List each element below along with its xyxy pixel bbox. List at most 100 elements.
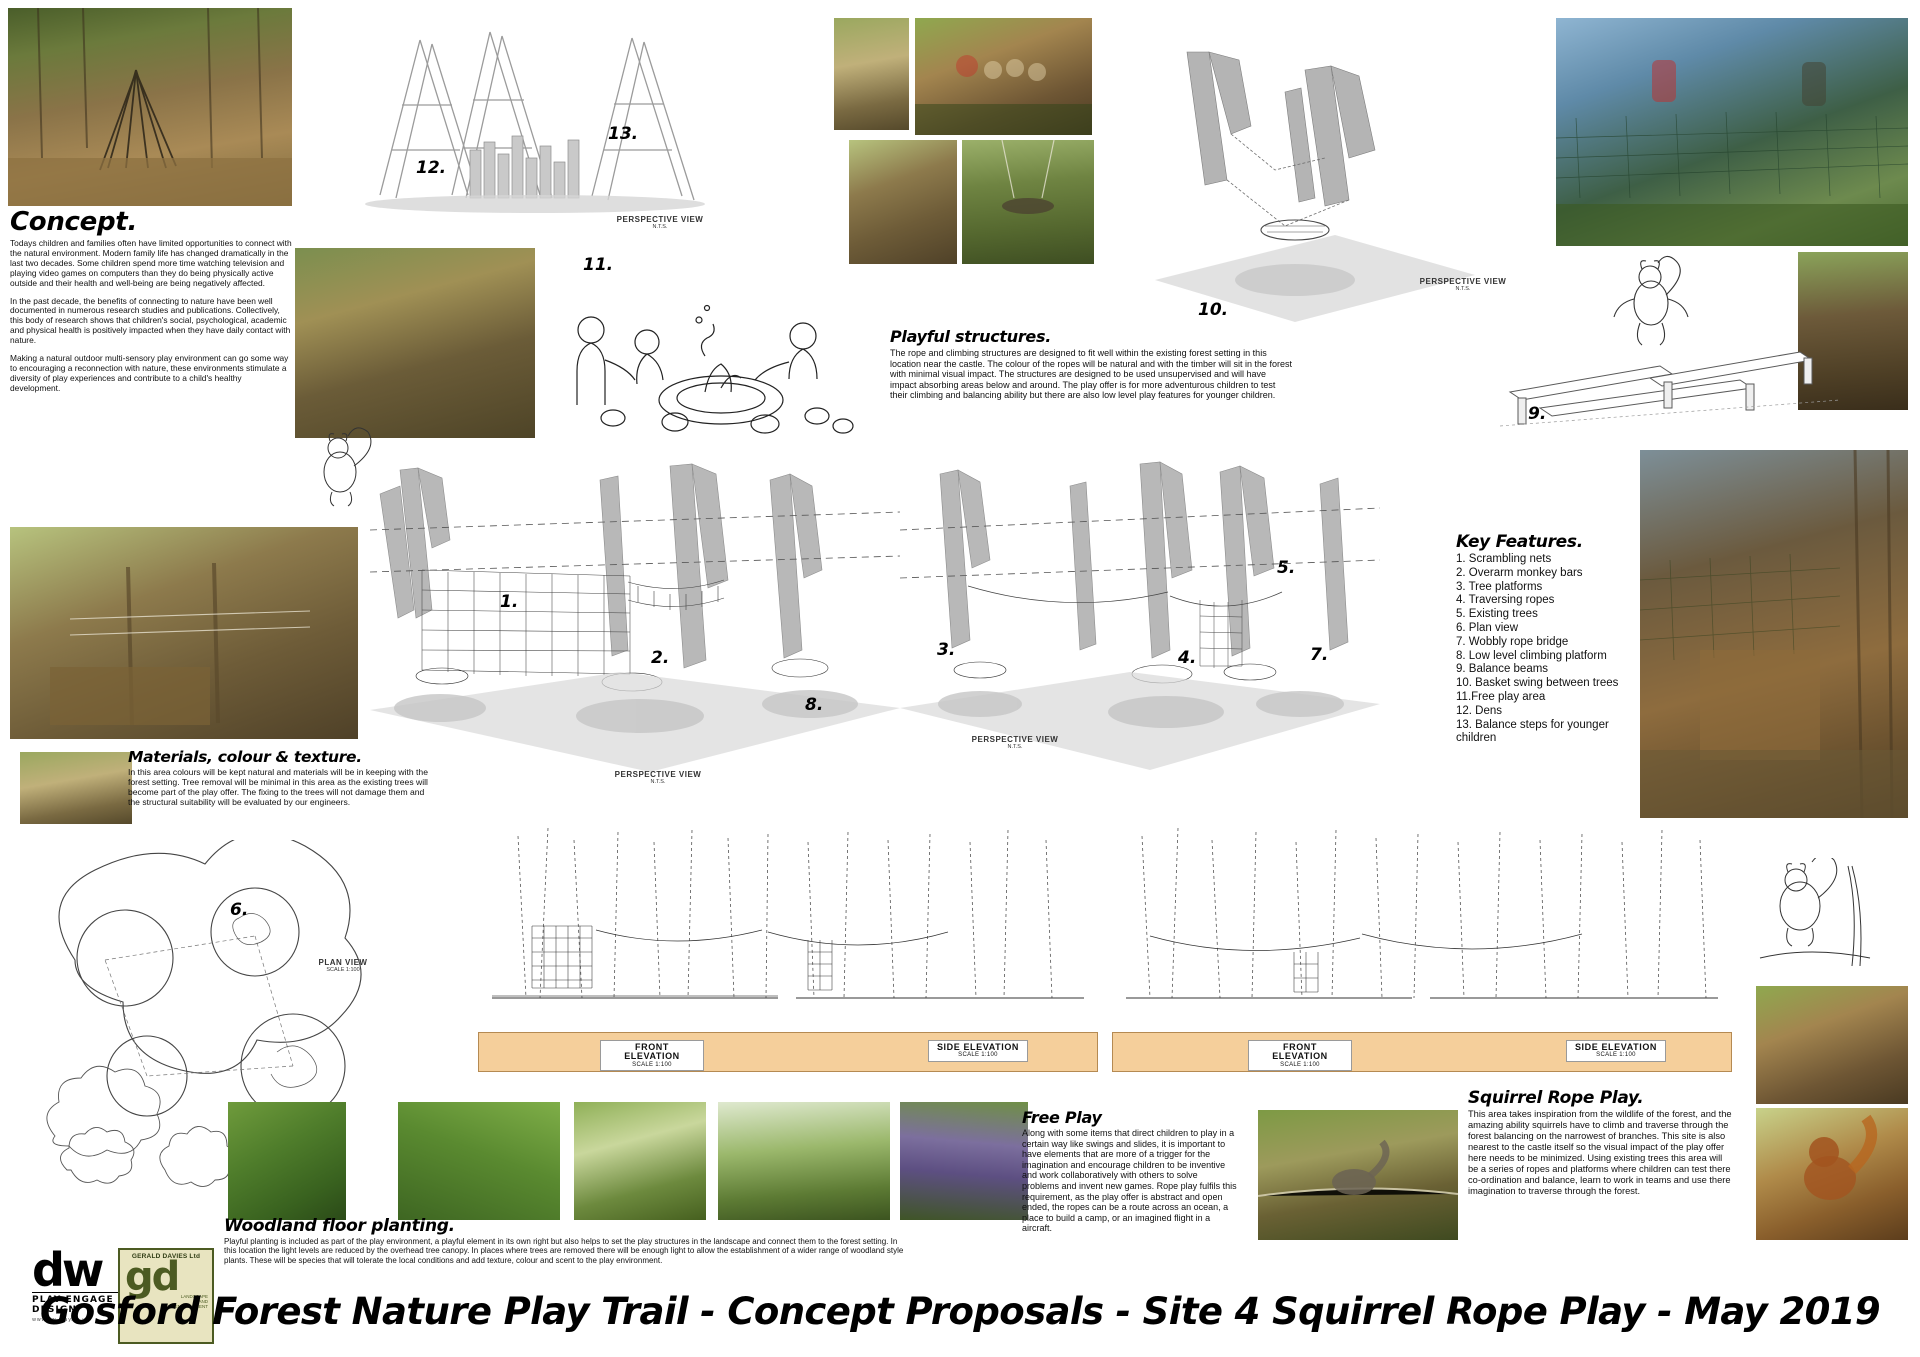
annotation-7: 7. [1310, 645, 1329, 665]
photo-den-shelter [8, 7, 292, 206]
photo-rope-detail [20, 752, 132, 824]
drawing-balance-beams [1500, 330, 1840, 450]
annotation-2: 2. [651, 648, 670, 668]
key-feature-item: 4. Traversing ropes [1456, 594, 1555, 607]
label-perspective-right-scale: N.T.S. [1455, 286, 1471, 292]
photo-plant-ferns [228, 1102, 346, 1220]
logo-gd-mark: gd [125, 1254, 180, 1300]
label-perspective-right: PERSPECTIVE VIEW N.T.S. [1408, 277, 1518, 292]
free-play-heading: Free Play [1022, 1108, 1102, 1127]
annotation-13: 13. [608, 124, 639, 144]
playful-structures-section: Playful structures. The rope and climbin… [890, 327, 1295, 401]
concept-section: Concept. Todays children and families of… [10, 207, 292, 394]
photo-squirrel-on-rope [1257, 1110, 1459, 1240]
key-feature-item: 12. Dens [1456, 704, 1503, 717]
logo-dw-tagline: PLAY ENGAGE DESIGN [32, 1292, 144, 1315]
drawing-perspective-main-left [370, 460, 900, 800]
label-perspective-mid-left: PERSPECTIVE VIEW N.T.S. [598, 770, 718, 785]
label-side-elevation-left-scale: SCALE 1:100 [958, 1052, 998, 1059]
label-side-elevation-left: SIDE ELEVATION SCALE 1:100 [928, 1040, 1028, 1062]
label-plan-view: PLAN VIEW SCALE 1:100 [288, 958, 398, 973]
photo-plant-ferns-2 [398, 1102, 560, 1220]
annotation-4: 4. [1178, 648, 1197, 668]
squirrel-rope-play-paragraph: This area takes inspiration from the wil… [1468, 1109, 1732, 1196]
label-perspective-top-title: PERSPECTIVE VIEW [616, 215, 704, 224]
drawing-perspective-main-right [900, 460, 1380, 790]
photo-children-rope-course [1756, 986, 1908, 1104]
annotation-10: 10. [1198, 300, 1229, 320]
label-perspective-mid-right-scale: N.T.S. [1007, 744, 1023, 750]
annotation-3: 3. [937, 640, 956, 660]
label-perspective-mid-left-title: PERSPECTIVE VIEW [614, 770, 702, 779]
photo-red-squirrel [1756, 1108, 1908, 1240]
logo-gerald-davies: GERALD DAVIES Ltd gd LANDSCAPE AND ENVIR… [118, 1248, 214, 1344]
logo-gd-sub: LANDSCAPE AND ENVIRONMENT [174, 1294, 208, 1310]
sketch-squirrel-jumping [1596, 255, 1716, 355]
concept-paragraph-2: In the past decade, the benefits of conn… [10, 295, 291, 346]
annotation-11: 11. [583, 255, 614, 275]
annotation-1: 1. [500, 592, 519, 612]
key-feature-item: 13. Balance steps for younger children [1456, 718, 1609, 745]
sketch-squirrel-left [296, 420, 396, 510]
label-plan-view-title: PLAN VIEW [318, 958, 368, 967]
concept-heading: Concept. [10, 207, 138, 237]
key-feature-item: 5. Existing trees [1456, 608, 1538, 621]
woodland-planting-paragraph: Playful planting is included as part of … [224, 1237, 904, 1265]
label-front-elevation-right: FRONT ELEVATION SCALE 1:100 [1248, 1040, 1352, 1072]
photo-child-in-tree [295, 248, 535, 438]
key-feature-item: 3. Tree platforms [1456, 580, 1543, 593]
photo-rope-knot [834, 18, 909, 130]
squirrel-rope-play-section: Squirrel Rope Play. This area takes insp… [1468, 1088, 1733, 1197]
label-perspective-right-title: PERSPECTIVE VIEW [1419, 277, 1507, 286]
label-side-elevation-right: SIDE ELEVATION SCALE 1:100 [1566, 1040, 1666, 1062]
concept-paragraph-1: Todays children and families often have … [10, 238, 292, 288]
photo-child-climbing [1798, 252, 1908, 410]
label-perspective-top: PERSPECTIVE VIEW N.T.S. [600, 215, 720, 230]
label-perspective-top-scale: N.T.S. [652, 224, 668, 230]
concept-paragraph-3: Making a natural outdoor multi-sensory p… [10, 353, 289, 393]
photo-family-group [915, 18, 1092, 135]
drawing-balance-steps [360, 10, 750, 240]
label-front-elevation-left: FRONT ELEVATION SCALE 1:100 [600, 1040, 704, 1072]
photo-timber-frame [849, 140, 957, 264]
key-feature-item: 1. Scrambling nets [1456, 553, 1552, 565]
logo-dw-mark: dw [32, 1243, 104, 1297]
woodland-planting-heading: Woodland floor planting. [224, 1216, 455, 1236]
annotation-5: 5. [1277, 558, 1296, 578]
key-feature-item: 6. Plan view [1456, 621, 1519, 634]
photo-timber-walkway [10, 527, 358, 739]
label-front-elevation-left-scale: SCALE 1:100 [632, 1061, 672, 1068]
label-perspective-mid-left-scale: N.T.S. [650, 779, 666, 785]
drawing-elevations-left [478, 828, 1098, 1043]
label-side-elevation-right-scale: SCALE 1:100 [1596, 1052, 1636, 1059]
sketch-squirrel-on-tree [1752, 858, 1882, 982]
logo-dw: dw PLAY ENGAGE DESIGN www.dw-play.co.uk [32, 1243, 144, 1324]
label-front-elevation-left-title: FRONT ELEVATION [624, 1042, 680, 1062]
key-features-list: 1. Scrambling nets 2. Overarm monkey bar… [1456, 553, 1646, 746]
free-play-section: Free Play Along with some items that dir… [1022, 1108, 1237, 1234]
key-features-heading: Key Features. [1456, 532, 1583, 552]
label-plan-view-scale: SCALE 1:100 [326, 967, 360, 973]
key-feature-item: 7. Wobbly rope bridge [1456, 635, 1569, 648]
drawing-basket-swing [1135, 30, 1495, 330]
annotation-12: 12. [416, 158, 447, 178]
page-title: Gosford Forest Nature Play Trail - Conce… [39, 1289, 1881, 1333]
label-front-elevation-right-scale: SCALE 1:100 [1280, 1061, 1320, 1068]
label-side-elevation-left-title: SIDE ELEVATION [936, 1042, 1020, 1052]
key-features-section: Key Features. 1. Scrambling nets 2. Over… [1456, 532, 1646, 746]
annotation-8: 8. [805, 695, 824, 715]
label-perspective-mid-right-title: PERSPECTIVE VIEW [971, 735, 1059, 744]
drawing-elevations-right [1112, 828, 1732, 1043]
photo-plant-white-flowers [718, 1102, 890, 1220]
annotation-9: 9. [1528, 404, 1547, 424]
key-feature-item: 11.Free play area [1456, 690, 1546, 703]
annotation-6: 6. [230, 900, 249, 920]
photo-net-bridge [1555, 18, 1909, 246]
logo-dw-sub: www.dw-play.co.uk [32, 1317, 90, 1324]
key-feature-item: 8. Low level climbing platform [1456, 649, 1607, 662]
drawing-plan-view [15, 840, 415, 1230]
materials-paragraph: In this area colours will be kept natura… [128, 767, 428, 808]
woodland-planting-section: Woodland floor planting. Playful plantin… [224, 1216, 904, 1265]
playful-structures-heading: Playful structures. [890, 327, 1051, 346]
